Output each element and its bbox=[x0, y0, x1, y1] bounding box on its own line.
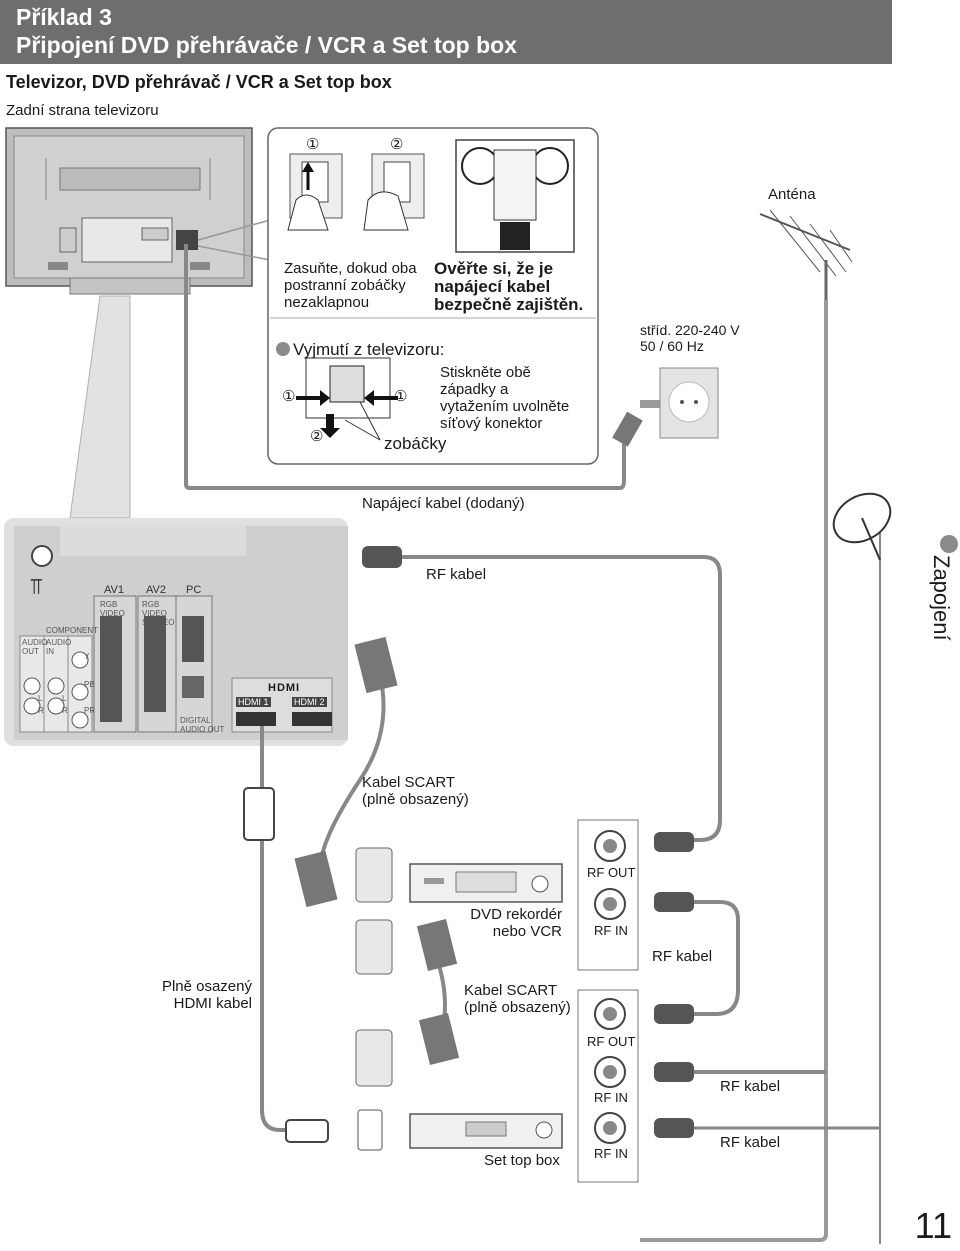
remove-instruction: Stiskněte obě západky a vytažením uvolně… bbox=[440, 364, 569, 432]
rf-in-label: RF IN bbox=[594, 923, 628, 938]
insert-line-2: postranní zobáčky bbox=[284, 277, 406, 294]
hdmi-cable-label: Plně osazený HDMI kabel bbox=[152, 978, 252, 1012]
rf-in-label-3: RF IN bbox=[594, 1146, 628, 1161]
audio-out-l-label: L bbox=[38, 694, 43, 703]
section-subtitle: Televizor, DVD přehrávač / VCR a Set top… bbox=[6, 72, 392, 92]
scart-2-line-1: Kabel SCART bbox=[464, 982, 558, 999]
remove-heading: Vyjmutí z televizoru: bbox=[276, 340, 444, 360]
insert-instruction: Zasuňte, dokud oba postranní zobáčky nez… bbox=[284, 260, 417, 311]
hdmi-cable-line-2: HDMI kabel bbox=[173, 995, 252, 1012]
audio-in-l-label: L bbox=[62, 694, 67, 703]
remove-step-1-right: ① bbox=[394, 388, 408, 405]
dvd-line-2: nebo VCR bbox=[492, 923, 562, 940]
hdmi-cable-line-1: Plně osazený bbox=[161, 978, 252, 995]
remove-step-1-left: ① bbox=[282, 388, 296, 405]
scart-cable-label-1: Kabel SCART (plně obsazený) bbox=[362, 774, 469, 808]
scart-2-line-2: (plně obsazený) bbox=[464, 999, 571, 1016]
rf-cable-label-4: RF kabel bbox=[720, 1134, 781, 1151]
page-number: 11 bbox=[914, 1205, 952, 1246]
digital-audio-out-line-2: AUDIO OUT bbox=[180, 725, 225, 734]
step-number-1: ① bbox=[306, 136, 320, 153]
audio-in-r-label: R bbox=[62, 706, 68, 715]
component-pr-label: PR bbox=[84, 706, 96, 715]
scart-1-line-1: Kabel SCART bbox=[362, 774, 456, 791]
check-instruction: Ověřte si, že je napájecí kabel bezpečně… bbox=[434, 260, 583, 314]
av2-rgb-label: RGB VIDEO S VIDEO bbox=[142, 600, 175, 627]
set-top-box-label: Set top box bbox=[484, 1152, 560, 1169]
remove-line-3: vytažením uvolněte bbox=[440, 398, 570, 415]
check-line-3: bezpečně zajištěn. bbox=[434, 295, 584, 314]
scart-1-line-2: (plně obsazený) bbox=[362, 791, 469, 808]
antenna-illustration bbox=[759, 209, 853, 330]
av1-label: AV1 bbox=[104, 584, 124, 596]
hdmi1-label: HDMI 1 bbox=[236, 697, 271, 707]
insert-line-3: nezaklapnou bbox=[284, 294, 370, 311]
dvd-recorder-label: DVD rekordér nebo VCR bbox=[466, 906, 562, 940]
pc-label: PC bbox=[186, 584, 202, 596]
component-y-label: Y bbox=[84, 652, 90, 661]
rf-cable-label-1: RF kabel bbox=[426, 566, 487, 583]
audio-out-label: AUDIO OUT bbox=[22, 638, 48, 656]
hdmi2-label: HDMI 2 bbox=[292, 697, 327, 707]
tv-connector-panel bbox=[4, 518, 348, 746]
antenna-symbol-icon: ⫪ bbox=[30, 574, 43, 599]
section-side-tab: Zapojení bbox=[918, 525, 960, 675]
rf-out-label-2: RF OUT bbox=[587, 1034, 636, 1049]
antenna-label: Anténa bbox=[768, 186, 816, 203]
remove-step-2: ② bbox=[310, 428, 324, 445]
tv-back-illustration bbox=[5, 127, 253, 295]
step-number-2: ② bbox=[390, 136, 404, 153]
audio-in-label: AUDIO IN bbox=[46, 638, 72, 656]
remove-title: Vyjmutí z televizoru: bbox=[293, 340, 445, 359]
mains-voltage: stříd. 220-240 V bbox=[640, 322, 740, 338]
dvd-recorder-illustration bbox=[409, 863, 563, 903]
digital-audio-out-line-1: DIGITAL bbox=[180, 716, 211, 725]
rf-in-label-2: RF IN bbox=[594, 1090, 628, 1105]
av1-rgb-label: RGB VIDEO bbox=[100, 600, 125, 618]
satellite-dish bbox=[832, 492, 892, 561]
tv-back-label: Zadní strana televizoru bbox=[6, 102, 159, 119]
mains-label: stříd. 220-240 V 50 / 60 Hz bbox=[640, 322, 740, 354]
audio-out-r-label: R bbox=[38, 706, 44, 715]
rf-cable-label-3: RF kabel bbox=[720, 1078, 781, 1095]
remove-line-1: Stiskněte obě bbox=[440, 364, 531, 381]
set-top-box-illustration bbox=[409, 1113, 563, 1149]
tab-bullet-icon bbox=[940, 535, 958, 553]
remove-line-4: síťový konektor bbox=[440, 415, 543, 432]
dvd-line-1: DVD rekordér bbox=[470, 906, 562, 923]
insert-line-1: Zasuňte, dokud oba bbox=[284, 260, 417, 277]
scart-cable-label-2: Kabel SCART (plně obsazený) bbox=[464, 982, 571, 1016]
digital-audio-out-label: DIGITAL AUDIO OUT bbox=[180, 716, 224, 734]
check-line-1: Ověřte si, že je bbox=[434, 259, 554, 278]
check-line-2: napájecí kabel bbox=[434, 277, 551, 296]
hdmi-logo: HDMI bbox=[268, 682, 301, 694]
bullet-icon bbox=[276, 342, 290, 356]
rf-cable-label-2: RF kabel bbox=[652, 948, 713, 965]
mains-frequency: 50 / 60 Hz bbox=[640, 338, 704, 354]
component-pb-label: PB bbox=[84, 680, 95, 689]
component-label: COMPONENT bbox=[46, 626, 98, 635]
page-header: Příklad 3 Připojení DVD přehrávače / VCR… bbox=[0, 0, 892, 64]
power-cable-label: Napájecí kabel (dodaný) bbox=[362, 495, 525, 512]
remove-line-2: západky a bbox=[440, 381, 509, 398]
av2-label: AV2 bbox=[146, 584, 166, 596]
header-title-line1: Příklad 3 bbox=[16, 4, 112, 30]
hooks-label: zobáčky bbox=[384, 434, 447, 453]
rf-out-label: RF OUT bbox=[587, 865, 636, 880]
header-title-line2: Připojení DVD přehrávače / VCR a Set top… bbox=[16, 32, 518, 58]
side-tab-label: Zapojení bbox=[929, 555, 954, 641]
